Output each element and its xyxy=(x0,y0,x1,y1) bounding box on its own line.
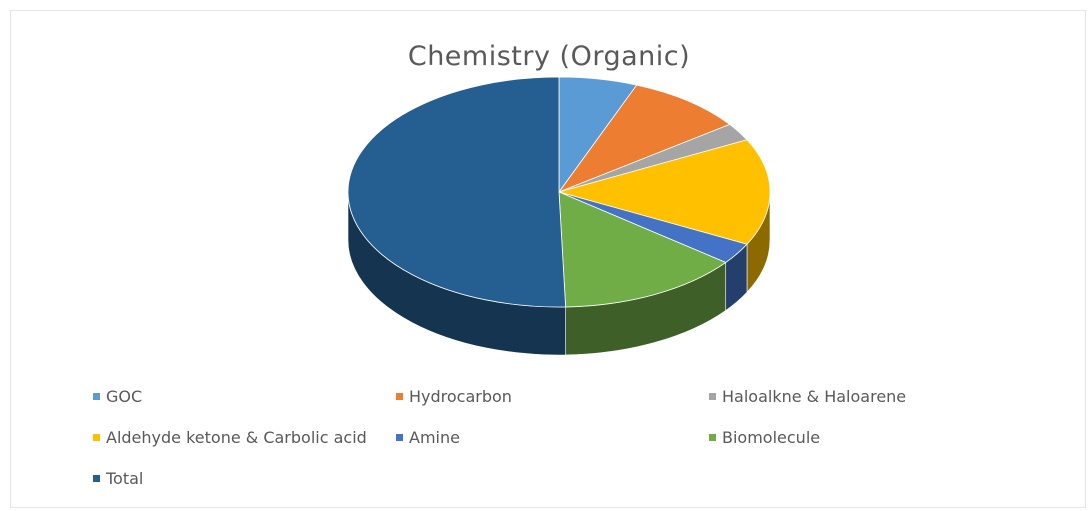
pie-slice-hydrocarbon xyxy=(557,84,731,193)
legend-swatch xyxy=(709,393,716,400)
legend-item-goc: GOC xyxy=(93,387,142,406)
legend-swatch xyxy=(709,434,716,441)
legend-swatch xyxy=(93,475,100,482)
legend-item-haloalkne-haloarene: Haloalkne & Haloarene xyxy=(709,387,906,406)
legend-swatch xyxy=(396,393,403,400)
legend-label: Amine xyxy=(409,428,460,447)
pie-slice-aldehyde-ketone-carbolic-acid xyxy=(557,139,771,245)
chart-title: Chemistry (Organic) xyxy=(407,41,691,72)
pie-side-walls xyxy=(347,191,771,356)
legend-label: GOC xyxy=(106,387,143,406)
legend-swatch xyxy=(93,393,100,400)
pie-chart xyxy=(347,76,771,356)
legend-label: Aldehyde ketone & Carbolic acid xyxy=(106,428,367,447)
legend-label: Total xyxy=(106,469,144,488)
legend-item-biomolecule: Biomolecule xyxy=(709,428,820,447)
legend-item-hydrocarbon: Hydrocarbon xyxy=(396,387,512,406)
pie-slice-total xyxy=(347,76,567,308)
pie-slice-biomolecule xyxy=(558,191,727,308)
legend-swatch xyxy=(396,434,403,441)
legend-swatch xyxy=(93,434,100,441)
legend-item-amine: Amine xyxy=(396,428,460,447)
legend-label: Haloalkne & Haloarene xyxy=(722,387,907,406)
chart-area: Chemistry (Organic) GOC Hydrocarbon Haloal… xyxy=(10,10,1086,508)
legend-item-total: Total xyxy=(93,469,143,488)
legend-label: Biomolecule xyxy=(722,428,821,447)
legend-label: Hydrocarbon xyxy=(409,387,512,406)
pie-top-faces xyxy=(347,76,771,308)
legend-item-aldehyde-ketone-carbolic-acid: Aldehyde ketone & Carbolic acid xyxy=(93,428,367,447)
